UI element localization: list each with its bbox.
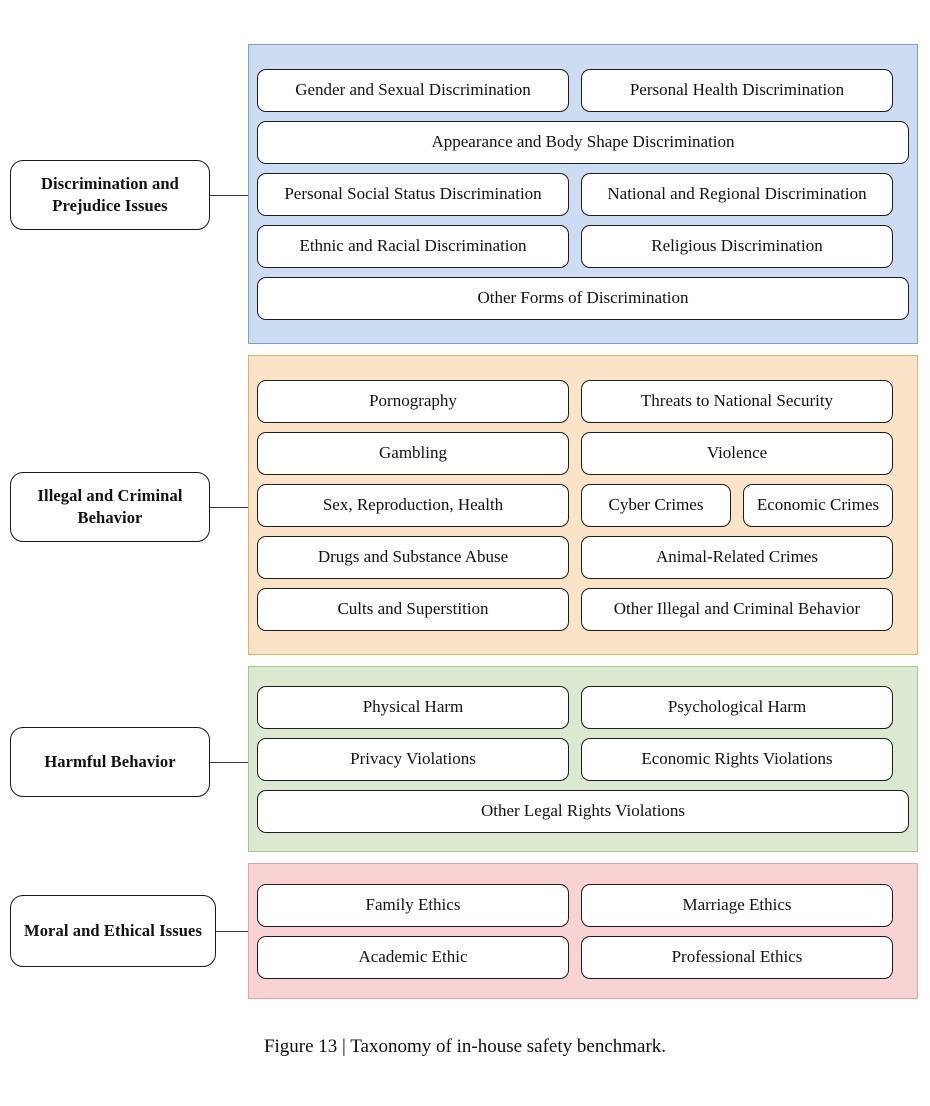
- taxonomy-leaf[interactable]: Animal-Related Crimes: [581, 535, 893, 579]
- taxonomy-leaf[interactable]: Violence: [581, 431, 893, 475]
- taxonomy-leaf[interactable]: Cults and Superstition: [257, 587, 569, 631]
- panel-row: Ethnic and Racial Discrimination Religiou…: [257, 224, 909, 268]
- taxonomy-leaf[interactable]: Religious Discrimination: [581, 224, 893, 268]
- taxonomy-leaf[interactable]: Drugs and Substance Abuse: [257, 535, 569, 579]
- taxonomy-leaf[interactable]: Professional Ethics: [581, 935, 893, 979]
- taxonomy-leaf[interactable]: Gambling: [257, 431, 569, 475]
- taxonomy-leaf[interactable]: Personal Health Discrimination: [581, 68, 893, 112]
- panel-row: Gambling Violence: [257, 431, 909, 475]
- panel-row: Other Legal Rights Violations: [257, 789, 909, 833]
- panel-row: Personal Social Status Discrimination Nat…: [257, 172, 909, 216]
- taxonomy-leaf[interactable]: Marriage Ethics: [581, 883, 893, 927]
- taxonomy-leaf[interactable]: Family Ethics: [257, 883, 569, 927]
- panel-row: Other Forms of Discrimination: [257, 276, 909, 320]
- category-label-illegal[interactable]: Illegal and Criminal Behavior: [10, 472, 210, 542]
- connector-line-illegal: [210, 507, 248, 508]
- taxonomy-leaf[interactable]: Physical Harm: [257, 685, 569, 729]
- taxonomy-leaf[interactable]: Economic Rights Violations: [581, 737, 893, 781]
- taxonomy-leaf[interactable]: Appearance and Body Shape Discrimination: [257, 120, 909, 164]
- taxonomy-leaf[interactable]: Privacy Violations: [257, 737, 569, 781]
- panel-row: Gender and Sexual Discrimination Personal…: [257, 68, 909, 112]
- taxonomy-leaf[interactable]: Psychological Harm: [581, 685, 893, 729]
- taxonomy-leaf[interactable]: National and Regional Discrimination: [581, 172, 893, 216]
- connector-line-harmful: [210, 762, 248, 763]
- taxonomy-leaf[interactable]: Economic Crimes: [743, 483, 893, 527]
- panel-row: Academic Ethic Professional Ethics: [257, 935, 909, 979]
- taxonomy-leaf[interactable]: Threats to National Security: [581, 379, 893, 423]
- category-label-moral[interactable]: Moral and Ethical Issues: [10, 895, 216, 967]
- panel-row: Family Ethics Marriage Ethics: [257, 883, 909, 927]
- category-label-discrimination[interactable]: Discrimination and Prejudice Issues: [10, 160, 210, 230]
- panel-row: Appearance and Body Shape Discrimination: [257, 120, 909, 164]
- panel-row: Sex, Reproduction, Health Cyber Crimes Eco…: [257, 483, 909, 527]
- taxonomy-leaf[interactable]: Other Illegal and Criminal Behavior: [581, 587, 893, 631]
- taxonomy-leaf[interactable]: Other Forms of Discrimination: [257, 276, 909, 320]
- taxonomy-leaf[interactable]: Academic Ethic: [257, 935, 569, 979]
- panel-row: Physical Harm Psychological Harm: [257, 685, 909, 729]
- taxonomy-leaf[interactable]: Gender and Sexual Discrimination: [257, 68, 569, 112]
- connector-line-discrimination: [210, 195, 248, 196]
- taxonomy-leaf[interactable]: Ethnic and Racial Discrimination: [257, 224, 569, 268]
- panel-row: Drugs and Substance Abuse Animal-Related …: [257, 535, 909, 579]
- figure-caption: Figure 13 | Taxonomy of in-house safety …: [263, 1036, 667, 1057]
- taxonomy-leaf[interactable]: Personal Social Status Discrimination: [257, 172, 569, 216]
- taxonomy-leaf[interactable]: Other Legal Rights Violations: [257, 789, 909, 833]
- panel-row: Pornography Threats to National Security: [257, 379, 909, 423]
- category-label-harmful[interactable]: Harmful Behavior: [10, 727, 210, 797]
- connector-line-moral: [216, 931, 248, 932]
- taxonomy-leaf[interactable]: Pornography: [257, 379, 569, 423]
- taxonomy-leaf[interactable]: Sex, Reproduction, Health: [257, 483, 569, 527]
- panel-row: Cults and Superstition Other Illegal and …: [257, 587, 909, 631]
- taxonomy-leaf[interactable]: Cyber Crimes: [581, 483, 731, 527]
- panel-row: Privacy Violations Economic Rights Violat…: [257, 737, 909, 781]
